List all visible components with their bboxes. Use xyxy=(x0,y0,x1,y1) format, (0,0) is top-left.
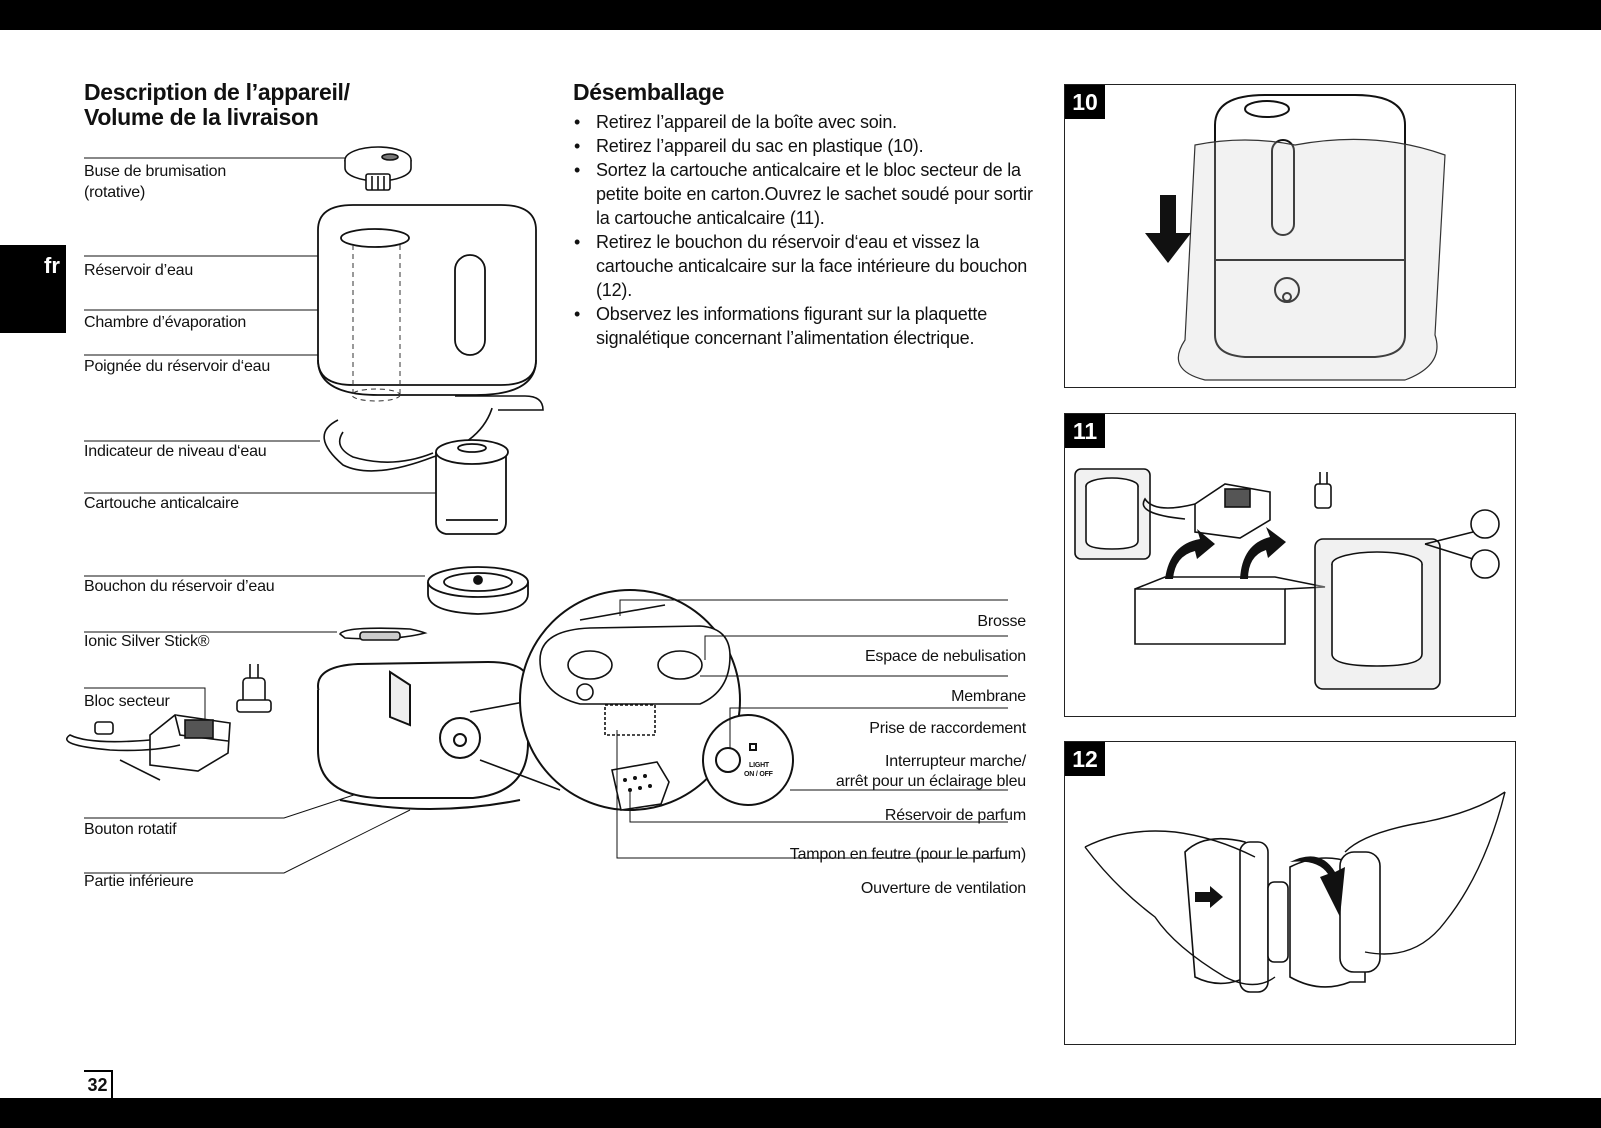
unpacking-bullet-list: Retirez l’appareil de la boîte avec soin… xyxy=(573,110,1033,350)
label-nebulization-space: Espace de nebulisation xyxy=(864,648,1026,665)
label-brush: Brosse xyxy=(977,613,1026,630)
label-felt-pad: Tampon en feutre (pour le parfum) xyxy=(789,846,1026,863)
label-fragrance-tank: Réservoir de parfum xyxy=(884,807,1026,824)
switch-text-light: LIGHT xyxy=(749,762,769,769)
heading-line-1: Description de l’appareil/ xyxy=(84,79,350,105)
top-black-bar xyxy=(0,0,1601,30)
label-power-adapter: Bloc secteur xyxy=(84,693,170,710)
label-switch-line2: arrêt pour un éclairage bleu xyxy=(835,773,1026,790)
figure-number: 12 xyxy=(1065,742,1105,776)
label-mist-nozzle: Buse de brumisation xyxy=(84,163,227,180)
figure-10: 10 xyxy=(1064,84,1516,388)
language-tab: fr xyxy=(0,245,66,333)
label-bottom-part: Partie inférieure xyxy=(84,873,194,890)
figure-10-drawing xyxy=(1145,94,1446,381)
bullet-item: Retirez le bouchon du réservoir d‘eau et… xyxy=(573,230,1033,302)
label-ventilation-opening: Ouverture de ventilation xyxy=(860,880,1026,897)
bullet-item: Retirez l’appareil du sac en plastique (… xyxy=(573,134,1033,158)
label-tank-handle: Poignée du réservoir d‘eau xyxy=(84,358,271,375)
label-evaporation-chamber: Chambre d’évaporation xyxy=(84,314,247,331)
label-ionic-silver-stick: Ionic Silver Stick® xyxy=(84,633,210,650)
figure-12-drawing xyxy=(1084,791,1506,993)
figure-12: 12 xyxy=(1064,741,1516,1045)
bullet-item: Observez les informations figurant sur l… xyxy=(573,302,1033,350)
label-water-tank: Réservoir d’eau xyxy=(84,262,194,279)
figure-11: 11 xyxy=(1064,413,1516,717)
section-heading-description: Description de l’appareil/ Volume de la … xyxy=(84,80,350,130)
figure-number: 10 xyxy=(1065,85,1105,119)
section-heading-unpacking: Désemballage xyxy=(573,79,725,105)
figure-11-drawing xyxy=(1074,468,1500,690)
label-connection-socket: Prise de raccordement xyxy=(869,720,1026,737)
label-rotary-knob: Bouton rotatif xyxy=(84,821,177,838)
label-switch-line1: Interrupteur marche/ xyxy=(885,753,1026,770)
switch-text-onoff: ON / OFF xyxy=(744,771,773,778)
label-membrane: Membrane xyxy=(951,688,1026,705)
label-water-level-indicator: Indicateur de niveau d‘eau xyxy=(84,443,267,460)
label-mist-nozzle-rotative: (rotative) xyxy=(84,184,146,201)
bullet-item: Retirez l’appareil de la boîte avec soin… xyxy=(573,110,1033,134)
bottom-black-bar xyxy=(0,1098,1601,1128)
bullet-item: Sortez la cartouche anticalcaire et le b… xyxy=(573,158,1033,230)
heading-line-2: Volume de la livraison xyxy=(84,104,319,130)
label-tank-cap: Bouchon du réservoir d’eau xyxy=(84,578,275,595)
label-anticalc-cartridge: Cartouche anticalcaire xyxy=(84,495,239,512)
figure-number: 11 xyxy=(1065,414,1105,448)
page-number: 32 xyxy=(84,1070,113,1098)
